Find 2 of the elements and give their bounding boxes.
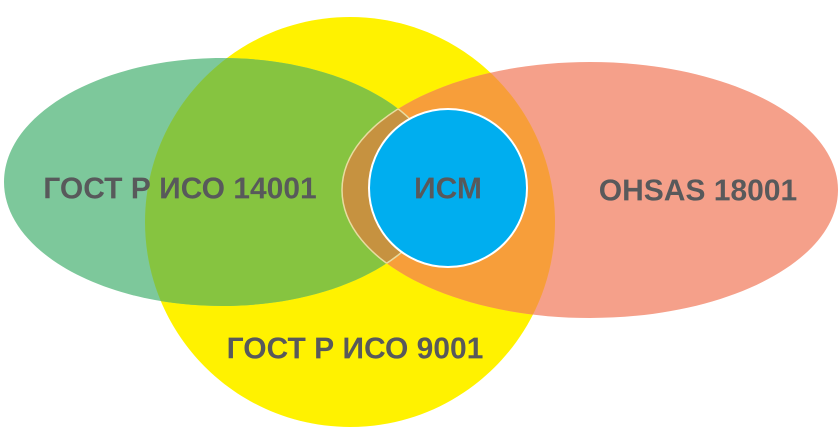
set-label: OHSAS 18001 [600, 179, 796, 201]
set-label: ГОСТ Р ИСО 9001 [228, 337, 483, 359]
